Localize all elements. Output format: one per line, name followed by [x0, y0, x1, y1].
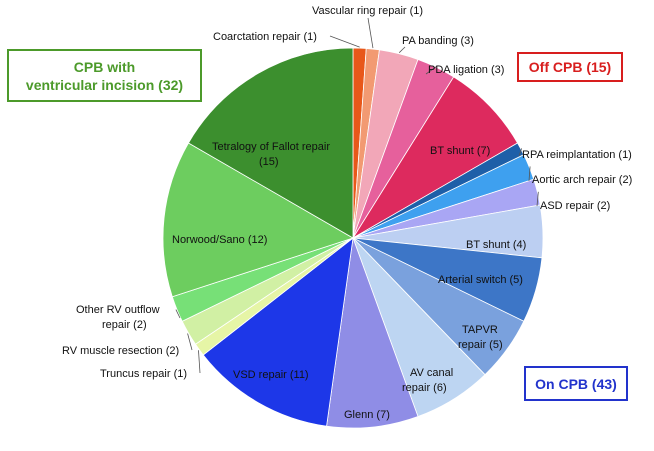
label-tapvr-line2: repair (5) — [458, 339, 503, 351]
pie-slice-glenn — [326, 237, 419, 429]
label-av-canal-line2: repair (6) — [402, 382, 447, 394]
label-other-rv-outflow-line2: repair (2) — [102, 319, 147, 331]
label-norwood-sano: Norwood/Sano (12) — [172, 234, 267, 246]
leader-coarctation — [329, 35, 360, 48]
label-truncus-repair: Truncus repair (1) — [100, 368, 187, 380]
leader-rpa — [518, 148, 523, 157]
label-tapvr-line1: TAPVR — [462, 324, 498, 336]
label-bt-shunt-4: BT shunt (4) — [466, 239, 526, 251]
leader-rv-muscle — [187, 333, 193, 351]
leader-lines — [175, 17, 539, 374]
pie-slices — [162, 47, 544, 429]
leader-aortic-arch — [528, 166, 531, 182]
group-box-cpb-ventricular-incision: CPB with ventricular incision (32) — [7, 49, 202, 102]
leader-truncus — [198, 350, 201, 374]
label-other-rv-outflow-line1: Other RV outflow — [76, 304, 160, 316]
label-pda-ligation: PDA ligation (3) — [428, 64, 504, 76]
label-vascular-ring-repair: Vascular ring repair (1) — [312, 5, 423, 17]
leader-other-rv — [175, 309, 181, 319]
label-rv-muscle-resection: RV muscle resection (2) — [62, 345, 179, 357]
pie-slice-norwood-sano — [162, 142, 354, 298]
group-label-off-cpb: Off CPB (15) — [528, 59, 612, 75]
label-rpa-reimplantation: RPA reimplantation (1) — [522, 149, 632, 161]
label-av-canal-line1: AV canal — [410, 367, 453, 379]
label-coarctation-repair: Coarctation repair (1) — [213, 31, 317, 43]
pie-slice-bt-shunt — [352, 76, 519, 239]
leader-pda-ligation — [425, 66, 437, 75]
label-glenn: Glenn (7) — [344, 409, 390, 421]
label-bt-shunt-7: BT shunt (7) — [430, 145, 490, 157]
pie-slice-vsd-repair — [202, 237, 354, 427]
label-pa-banding: PA banding (3) — [402, 35, 474, 47]
group-label-line1: CPB with — [73, 58, 136, 75]
label-tof-line2: (15) — [259, 156, 279, 168]
leader-pa-banding — [398, 46, 406, 53]
label-vsd-repair: VSD repair (11) — [233, 369, 309, 381]
group-label-on-cpb: On CPB (43) — [535, 375, 617, 392]
label-asd-repair: ASD repair (2) — [540, 200, 610, 212]
label-arterial-switch: Arterial switch (5) — [438, 274, 523, 286]
group-label-line2: ventricular incision (32) — [25, 76, 184, 93]
leader-asd — [536, 191, 539, 207]
leader-vascular-ring — [367, 17, 374, 49]
group-box-off-cpb: Off CPB (15) — [517, 52, 623, 82]
label-tof-line1: Tetralogy of Fallot repair — [212, 141, 330, 153]
group-box-on-cpb: On CPB (43) — [524, 366, 628, 401]
label-aortic-arch-repair: Aortic arch repair (2) — [532, 174, 632, 186]
pie-slice-tetralogy-of-fallot-repair — [187, 47, 354, 239]
